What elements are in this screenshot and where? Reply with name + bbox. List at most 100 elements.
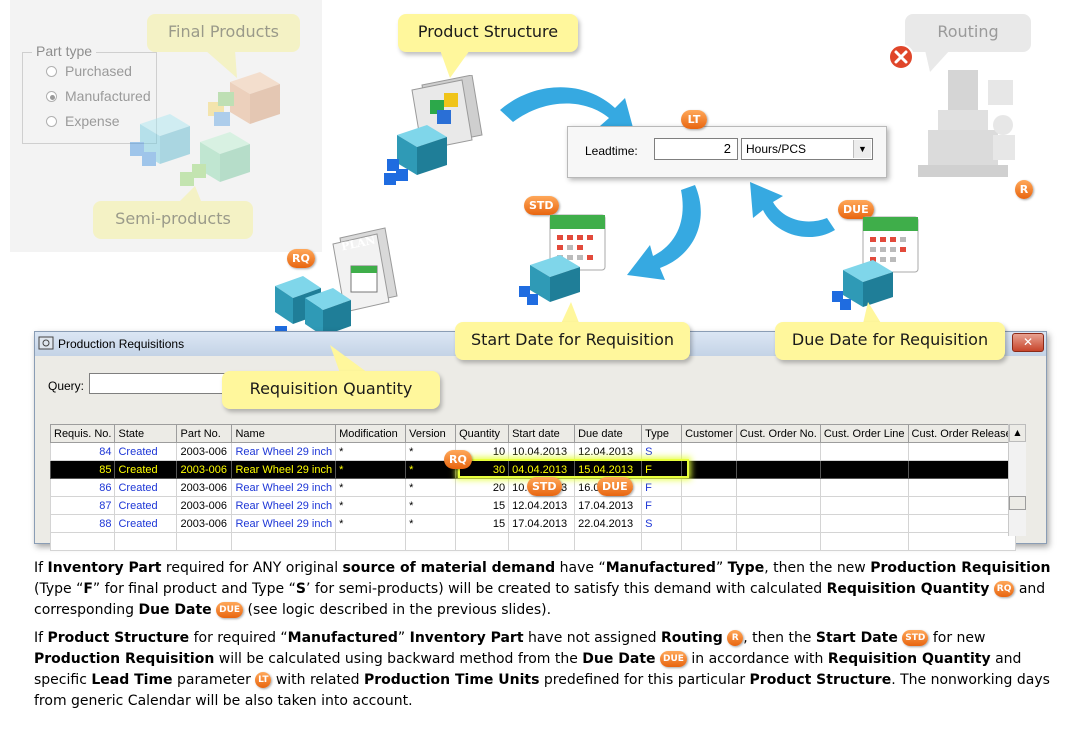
arrow-due-to-leadtime-icon [750,182,835,238]
cell-name: Rear Wheel 29 inch [231,442,337,461]
col-cust-order-line[interactable]: Cust. Order Line [819,424,909,443]
requisitions-table: Requis. No. State Part No. Name Modifica… [49,424,1016,551]
missing-error-icon [888,44,914,70]
cell-modification: * [335,478,407,497]
cell-due-date: 15.04.2013 [574,460,643,479]
table-empty-row [49,532,1016,551]
due-inline-tag: DUE [659,651,687,667]
cell-name: Rear Wheel 29 inch [231,514,337,533]
explanation-paragraph-2: If Product Structure for required “Manuf… [34,630,1050,709]
final-products-boxes-icon [130,72,280,186]
callout-routing: Routing [905,14,1031,52]
cell-requis-no: 86 [49,478,116,497]
due-tag-table: DUE [597,477,633,496]
cell-customer [681,442,737,461]
col-name[interactable]: Name [231,424,337,443]
scroll-up-icon[interactable]: ▲ [1009,424,1026,442]
cell-name: Rear Wheel 29 inch [231,496,337,515]
col-cust-order-release[interactable]: Cust. Order Release [907,424,1016,443]
col-requis-no[interactable]: Requis. No. [49,424,116,443]
col-part-no[interactable]: Part No. [176,424,233,443]
cell-part-no: 2003-006 [176,478,233,497]
cell-empty [405,532,457,551]
col-type[interactable]: Type [641,424,683,443]
cell-empty [176,532,233,551]
cell-customer [681,514,737,533]
callout-semi-products: Semi-products [93,201,253,239]
cell-version: * [405,514,457,533]
cell-modification: * [335,442,407,461]
table-scrollbar[interactable]: ▲ [1008,424,1026,536]
callout-product-structure: Product Structure [398,14,578,52]
callout-pointer [205,50,237,78]
scroll-thumb[interactable] [1009,496,1026,510]
cell-part-no: 2003-006 [176,460,233,479]
callout-requisition-quantity: Requisition Quantity [222,371,440,409]
rq-inline-tag: RQ [993,581,1015,597]
cell-state: Created [114,442,178,461]
window-close-button[interactable]: ✕ [1012,333,1044,352]
cell-empty [735,532,821,551]
cell-version: * [405,496,457,515]
cell-type: F [641,478,683,497]
cell-cust-order-line [819,496,909,515]
cell-type: S [641,442,683,461]
col-state[interactable]: State [114,424,178,443]
col-customer[interactable]: Customer [681,424,737,443]
cell-empty [49,532,116,551]
callout-pointer [330,345,368,373]
callout-pointer [862,302,884,328]
cell-empty [114,532,178,551]
col-quantity[interactable]: Quantity [455,424,510,443]
arrow-structure-to-leadtime-icon [500,87,635,135]
cell-cust-order-release [907,442,1016,461]
col-cust-order-no[interactable]: Cust. Order No. [735,424,821,443]
cell-version: * [405,478,457,497]
cell-cust-order-release [907,478,1016,497]
cell-customer [681,496,737,515]
rq-tag-table: RQ [444,450,472,469]
cell-modification: * [335,496,407,515]
cell-cust-order-line [819,514,909,533]
radio-manufactured[interactable]: Manufactured [46,88,151,104]
cell-empty [681,532,737,551]
selected-row-highlight [458,459,689,478]
cell-start-date: 10.04.2013 [508,442,576,461]
cell-quantity: 15 [455,514,510,533]
cell-empty [907,532,1016,551]
std-tag: STD [524,196,559,215]
leadtime-unit-select[interactable]: Hours/PCS▼ [741,138,873,160]
callout-pointer [440,50,470,78]
cell-cust-order-release [907,514,1016,533]
cell-type: F [641,460,683,479]
arrow-leadtime-to-start-icon [627,185,701,280]
cell-cust-order-line [819,478,909,497]
col-due-date[interactable]: Due date [574,424,643,443]
cell-requis-no: 87 [49,496,116,515]
callout-start-date: Start Date for Requisition [455,322,690,360]
cell-due-date: 22.04.2013 [574,514,643,533]
std-tag-table: STD [527,477,562,496]
cell-part-no: 2003-006 [176,496,233,515]
table-header-row: Requis. No. State Part No. Name Modifica… [49,424,1016,443]
col-start-date[interactable]: Start date [508,424,576,443]
cell-modification: * [335,514,407,533]
col-version[interactable]: Version [405,424,457,443]
explanation-paragraph-1: If Inventory Part required for ANY origi… [34,560,1051,618]
r-inline-tag: R [727,630,744,646]
callout-pointer [925,50,950,72]
cell-quantity: 20 [455,478,510,497]
radio-purchased[interactable]: Purchased [46,63,132,79]
cell-state: Created [114,496,178,515]
cell-cust-order-line [819,442,909,461]
radio-expense[interactable]: Expense [46,113,119,129]
col-modification[interactable]: Modification [335,424,407,443]
start-date-calendar-icon [519,214,606,305]
leadtime-input[interactable]: 2 [654,138,738,160]
callout-due-date: Due Date for Requisition [775,322,1005,360]
window-title: Production Requisitions [58,337,185,351]
cell-empty [574,532,643,551]
